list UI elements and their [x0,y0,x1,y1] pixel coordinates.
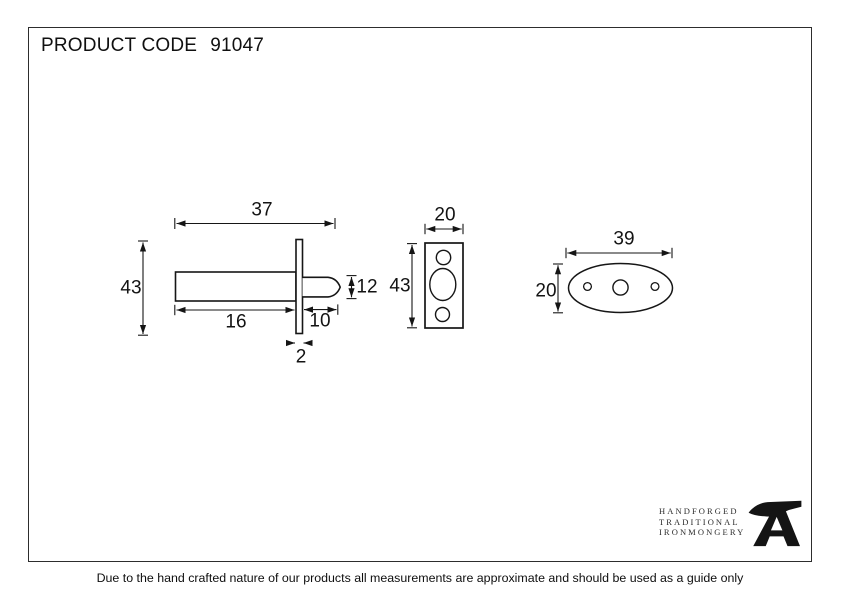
anvil-logo-icon [748,500,802,547]
dim-oval-width-label: 39 [613,228,635,250]
brand-tagline-line-2: TRADITIONAL [659,516,740,527]
front-plate-top-screw-hole [435,249,452,266]
dim-front-height-label: 43 [389,275,411,297]
bolt-tip [302,276,342,298]
front-plate-bottom-screw-hole [434,306,451,323]
brand-tagline-line-3: IRONMONGERY [659,527,746,538]
brand-tagline: HANDFORGED TRADITIONAL IRONMONGERY [659,506,745,538]
face-plate-edge [295,238,304,335]
front-plate-bolt-hole [429,267,457,302]
dim-side-body-length-label: 16 [225,311,247,333]
oval-center-bolt-hole [612,279,629,296]
dim-side-overall-width-label: 37 [251,199,273,221]
front-plate-view [407,223,464,329]
product-code-label: PRODUCT CODE [41,35,198,56]
oval-plate-outline [567,262,674,314]
oval-left-screw-hole [582,281,593,292]
bolt-barrel [174,271,297,302]
product-code-title: PRODUCT CODE 91047 [41,36,264,56]
dim-side-bolt-diameter-label: 12 [356,276,378,298]
brand-tagline-line-1: HANDFORGED [659,506,739,516]
dim-side-overall-height-label: 43 [120,277,142,299]
dim-side-plate-thickness-label: 2 [295,346,307,368]
disclaimer-text: Due to the hand crafted nature of our pr… [96,571,744,585]
dim-side-bolt-length-label: 10 [309,310,331,332]
drawing-border-frame [28,27,812,562]
dim-front-width-label: 20 [434,204,456,226]
oval-right-screw-hole [650,281,660,292]
side-view [138,218,357,347]
oval-plate-view [553,247,674,314]
front-plate-outline [424,242,464,329]
product-code-value: 91047 [210,35,265,56]
dim-oval-height-label: 20 [535,280,557,302]
